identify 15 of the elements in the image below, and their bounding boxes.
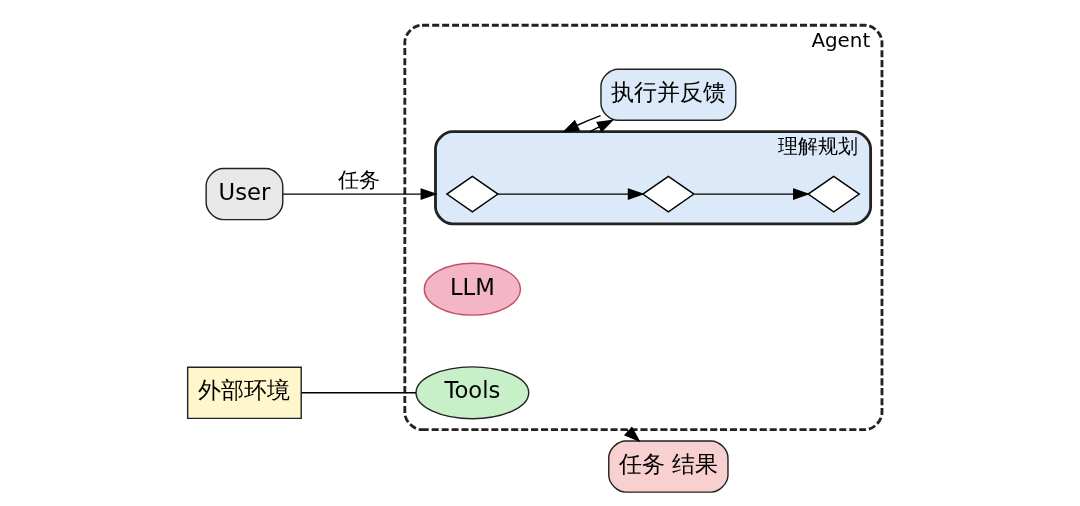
arrow	[693, 188, 810, 201]
arrow	[497, 188, 645, 201]
node-diamond	[445, 175, 499, 213]
node-diamond	[641, 175, 695, 213]
node-diamond	[806, 175, 860, 213]
node-ellipse: Tools	[414, 366, 529, 420]
node-box: 外部环境	[186, 366, 302, 420]
node-box: 执行并反馈	[599, 68, 736, 121]
connector	[300, 392, 417, 394]
arrow	[281, 188, 438, 201]
cluster: 理解规划	[433, 130, 872, 226]
node-box: 任务 结果	[607, 440, 729, 493]
edge-label: 任务	[337, 167, 380, 193]
node-ellipse: LLM	[423, 262, 521, 316]
node-box: User	[204, 167, 283, 221]
